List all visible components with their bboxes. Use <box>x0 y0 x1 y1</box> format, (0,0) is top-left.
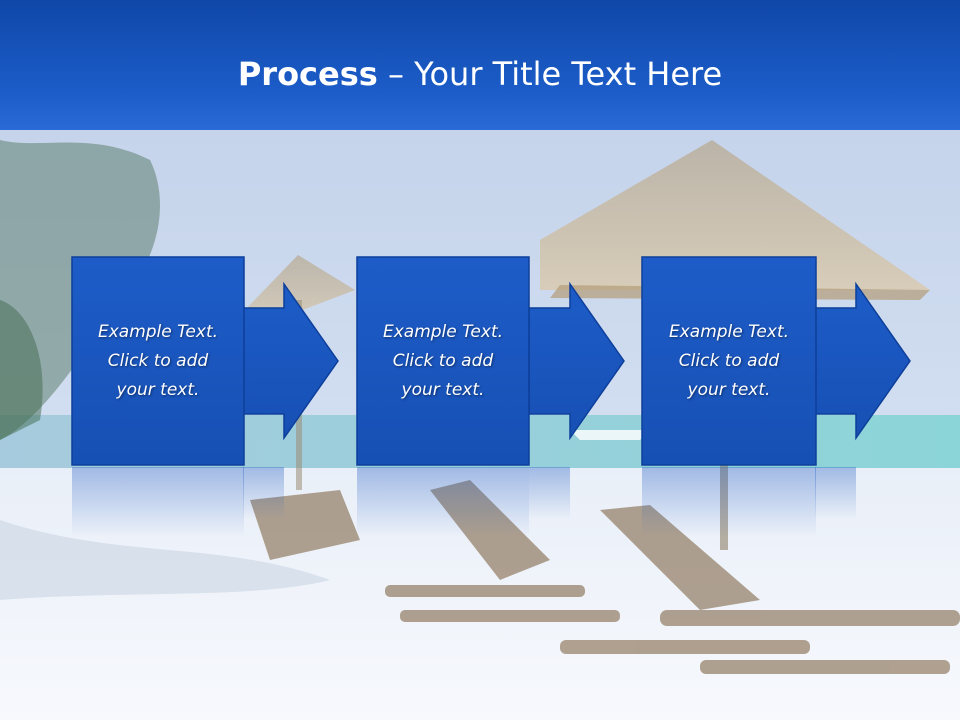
step-2-text[interactable]: Example Text. Click to add your text. <box>382 321 504 400</box>
step-3-text[interactable]: Example Text. Click to add your text. <box>668 321 790 400</box>
title-bold: Process <box>237 55 378 93</box>
page-title[interactable]: Process – Your Title Text Here <box>0 52 960 96</box>
step-1-text[interactable]: Example Text. Click to add your text. <box>97 321 219 400</box>
process-step-2[interactable] <box>356 256 625 537</box>
title-band <box>0 0 960 130</box>
process-step-1[interactable] <box>71 256 339 537</box>
title-rest: – Your Title Text Here <box>377 55 723 93</box>
process-step-3[interactable] <box>641 256 911 537</box>
